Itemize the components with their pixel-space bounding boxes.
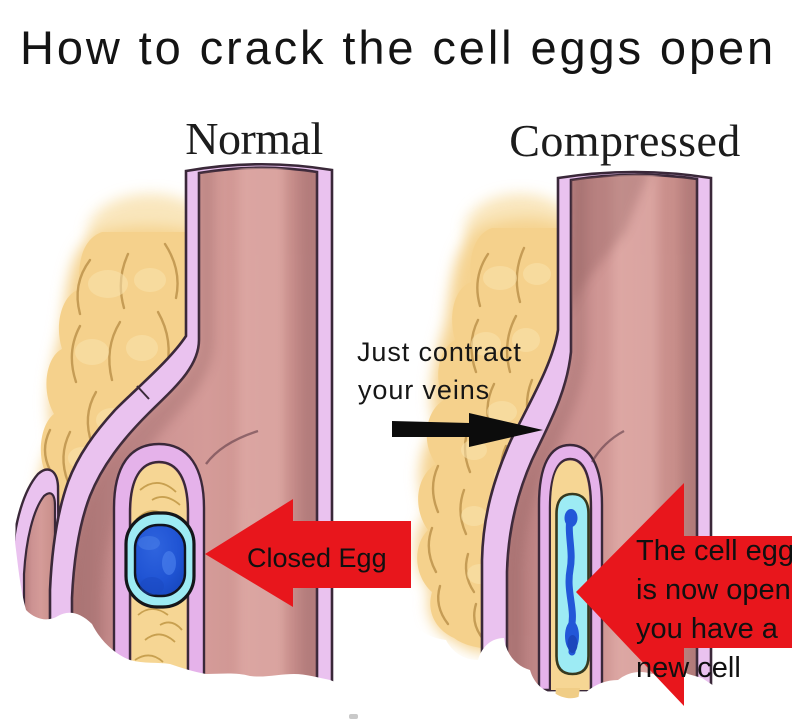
svg-text:you have a: you have a bbox=[636, 613, 779, 645]
svg-text:is now open,: is now open, bbox=[636, 574, 792, 606]
svg-text:your veins: your veins bbox=[358, 375, 490, 405]
svg-text:Compressed: Compressed bbox=[509, 115, 740, 166]
svg-text:Closed Egg: Closed Egg bbox=[247, 543, 387, 573]
svg-text:Normal: Normal bbox=[185, 113, 323, 164]
svg-text:Just contract: Just contract bbox=[357, 337, 522, 367]
svg-text:How to crack the cell eggs ope: How to crack the cell eggs open bbox=[20, 21, 776, 74]
svg-text:new cell: new cell bbox=[636, 652, 741, 684]
svg-text:The cell egg: The cell egg bbox=[636, 535, 792, 567]
